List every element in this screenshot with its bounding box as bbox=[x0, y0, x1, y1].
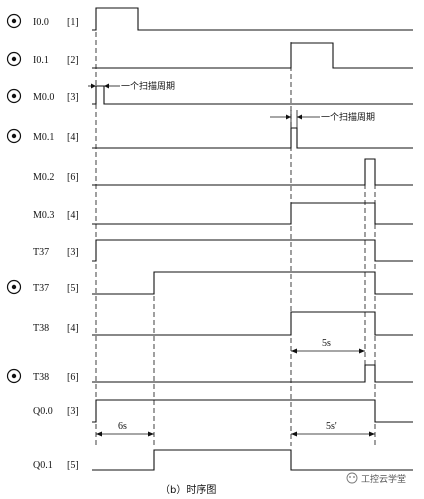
signal-row-9: T38 [6] bbox=[6, 368, 79, 384]
duration-5s-1: 5s bbox=[291, 338, 365, 354]
signal-ref: [3] bbox=[67, 247, 79, 258]
circled-marker-icon bbox=[6, 128, 22, 144]
signal-labels: I0.0 [1] I0.1 [2] M0.0 [3] M0.1 [4] M0.2… bbox=[6, 13, 79, 471]
signal-name: T37 bbox=[33, 283, 49, 294]
signal-name: I0.0 bbox=[33, 17, 49, 28]
waveform-M0.0 bbox=[92, 85, 413, 105]
waveform-M0.3 bbox=[92, 202, 413, 225]
signal-ref: [2] bbox=[67, 55, 79, 66]
signal-row-0: I0.0 [1] bbox=[6, 13, 79, 29]
waveform-M0.1 bbox=[92, 127, 413, 149]
waveform-T38-6 bbox=[92, 364, 413, 383]
signal-ref: [6] bbox=[67, 372, 79, 383]
circled-marker-dot bbox=[11, 56, 17, 62]
scan-cycle-annotation-2: 一个扫描周期 bbox=[270, 110, 375, 128]
signal-row-4: M0.2 [6] bbox=[33, 172, 79, 183]
circled-marker-icon bbox=[6, 13, 22, 29]
duration-label: 6s bbox=[118, 421, 127, 432]
signal-row-8: T38 [4] bbox=[33, 323, 79, 334]
signal-row-10: Q0.0 [3] bbox=[33, 406, 79, 417]
waveform-T38-4 bbox=[92, 311, 413, 336]
signal-name: I0.1 bbox=[33, 55, 49, 66]
duration-label: 5s' bbox=[326, 421, 337, 432]
signal-name: M0.1 bbox=[33, 132, 54, 143]
figure-caption: （b）时序图 bbox=[160, 483, 216, 496]
signal-name: Q0.1 bbox=[33, 460, 53, 471]
signal-row-2: M0.0 [3] bbox=[6, 88, 79, 104]
circled-marker-dot bbox=[11, 18, 17, 24]
circled-marker-dot bbox=[11, 284, 17, 290]
duration-6s: 6s bbox=[96, 421, 154, 437]
watermark-text: 工控云学堂 bbox=[361, 473, 406, 485]
circled-marker-dot bbox=[11, 93, 17, 99]
time-markers bbox=[95, 8, 376, 446]
signal-name: M0.0 bbox=[33, 92, 54, 103]
circled-marker-icon bbox=[6, 88, 22, 104]
waveform-I0.1 bbox=[92, 42, 413, 69]
signal-ref: [6] bbox=[67, 172, 79, 183]
duration-5s-2: 5s' bbox=[291, 421, 375, 437]
scan-cycle-label: 一个扫描周期 bbox=[321, 111, 375, 123]
circled-marker-icon bbox=[6, 368, 22, 384]
signal-ref: [1] bbox=[67, 17, 79, 28]
signal-ref: [4] bbox=[67, 210, 79, 221]
signal-row-1: I0.1 [2] bbox=[6, 51, 79, 67]
waveform-Q0.1 bbox=[92, 449, 413, 471]
waveform-I0.0 bbox=[92, 7, 413, 31]
signal-ref: [5] bbox=[67, 460, 79, 471]
signal-ref: [5] bbox=[67, 283, 79, 294]
signal-ref: [3] bbox=[67, 406, 79, 417]
signal-row-7: T37 [5] bbox=[6, 279, 79, 295]
waveform-Q0.0 bbox=[92, 399, 413, 423]
circled-marker-dot bbox=[11, 373, 17, 379]
waveform-T37-5 bbox=[92, 271, 413, 295]
signal-name: T37 bbox=[33, 247, 49, 258]
signal-ref: [3] bbox=[67, 92, 79, 103]
signal-row-6: T37 [3] bbox=[33, 247, 79, 258]
scan-cycle-label: 一个扫描周期 bbox=[121, 80, 175, 92]
signal-row-5: M0.3 [4] bbox=[33, 210, 79, 221]
signal-name: Q0.0 bbox=[33, 406, 53, 417]
wechat-icon bbox=[346, 472, 358, 484]
watermark: 工控云学堂 bbox=[346, 472, 406, 485]
signal-row-3: M0.1 [4] bbox=[6, 128, 79, 144]
circled-marker-icon bbox=[6, 279, 22, 295]
signal-ref: [4] bbox=[67, 323, 79, 334]
waveform-T37-3 bbox=[92, 239, 413, 262]
signal-row-11: Q0.1 [5] bbox=[33, 460, 79, 471]
waveforms bbox=[92, 7, 413, 471]
signal-name: T38 bbox=[33, 372, 49, 383]
circled-marker-icon bbox=[6, 51, 22, 67]
signal-name: T38 bbox=[33, 323, 49, 334]
signal-name: M0.3 bbox=[33, 210, 54, 221]
waveform-M0.2 bbox=[92, 158, 413, 186]
signal-name: M0.2 bbox=[33, 172, 54, 183]
signal-ref: [4] bbox=[67, 132, 79, 143]
duration-label: 5s bbox=[322, 338, 331, 349]
scan-cycle-annotation-1: 一个扫描周期 bbox=[88, 80, 175, 92]
circled-marker-dot bbox=[11, 133, 17, 139]
